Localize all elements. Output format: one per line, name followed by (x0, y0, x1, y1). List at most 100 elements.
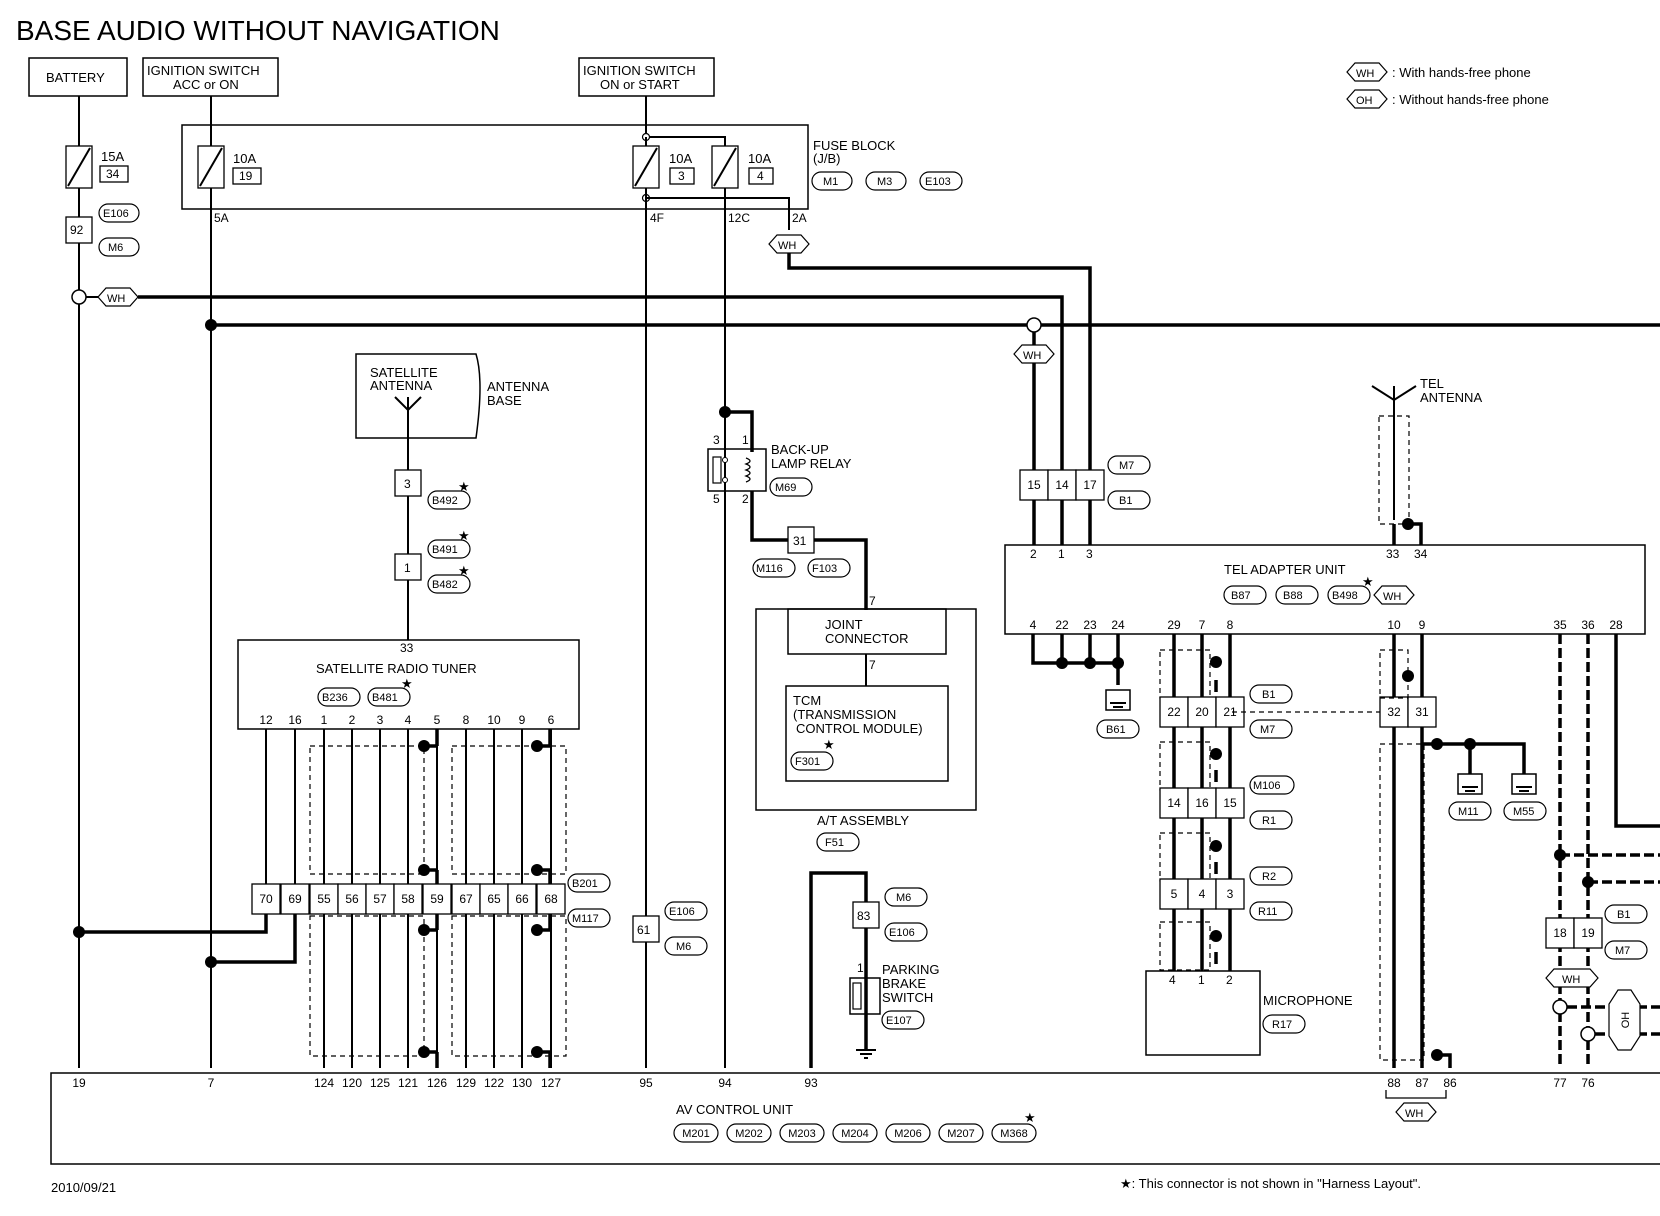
svg-text:1: 1 (742, 433, 749, 447)
av-pin: 124 (314, 1076, 334, 1090)
svg-text:ON or START: ON or START (600, 77, 680, 92)
av-pin: 127 (541, 1076, 561, 1090)
ground-icon (1511, 773, 1537, 795)
mic-conn-pin (1215, 878, 1245, 910)
diagram-title: BASE AUDIO WITHOUT NAVIGATION (16, 15, 500, 46)
tel-e-pin (1573, 917, 1603, 949)
mic-conn-pin-label: 5 (1171, 887, 1178, 901)
ground-icon (1105, 689, 1131, 711)
svg-text:12C: 12C (728, 211, 750, 225)
svg-text:SATELLITE RADIO TUNER: SATELLITE RADIO TUNER (316, 661, 477, 676)
svg-text:4: 4 (1169, 973, 1176, 987)
svg-text:3: 3 (678, 169, 685, 183)
wh-tag (1545, 968, 1599, 988)
tel-bottom-pin: 23 (1083, 618, 1097, 632)
mic-conn-pin (1159, 787, 1189, 819)
shield (1379, 743, 1425, 1061)
tuner-pin: 9 (519, 713, 526, 727)
drain (1437, 1053, 1452, 1068)
svg-text:★: ★ (1024, 1110, 1036, 1125)
tel-wire (1614, 634, 1660, 828)
av-pin: 94 (718, 1076, 732, 1090)
svg-text:M3: M3 (877, 176, 892, 188)
conn-b1 (1604, 904, 1648, 924)
av-conn-label: M202 (735, 1128, 763, 1140)
conn-e103 (919, 171, 963, 191)
svg-text:M106: M106 (1253, 780, 1281, 792)
svg-text:1: 1 (1058, 547, 1065, 561)
svg-text:WH: WH (778, 240, 796, 252)
svg-text:M1: M1 (823, 176, 838, 188)
conn-m7 (1604, 940, 1648, 960)
svg-text:LAMP RELAY: LAMP RELAY (771, 456, 852, 471)
svg-text:BRAKE: BRAKE (882, 976, 926, 991)
mid-pin-label: 55 (317, 892, 331, 906)
av-conn (779, 1123, 825, 1143)
mic-conn-pin (1159, 878, 1189, 910)
av-pin: 7 (208, 1076, 215, 1090)
tel-pin-label: 17 (1083, 478, 1097, 492)
parking-brake-switch (849, 977, 881, 1015)
oh-tag-label: OH (1620, 1012, 1632, 1029)
av-pin: 122 (484, 1076, 504, 1090)
av-pin: 121 (398, 1076, 418, 1090)
svg-text:B1: B1 (1262, 689, 1275, 701)
tel-pin (1075, 469, 1105, 501)
svg-text:WH: WH (1383, 591, 1401, 603)
av-conn (938, 1123, 984, 1143)
junction-dot (1402, 670, 1414, 682)
tel-right-pin (1379, 696, 1409, 728)
mic-conn-pin-label: 16 (1195, 796, 1209, 810)
mid-pin (536, 883, 566, 915)
mid-pin-label: 67 (459, 892, 473, 906)
conn-b88 (1275, 585, 1319, 605)
tel-bottom-pin: 9 (1419, 618, 1426, 632)
svg-text:33: 33 (1386, 547, 1400, 561)
svg-text:E107: E107 (886, 1015, 912, 1027)
ground-icon (856, 1049, 876, 1059)
battery-box (28, 57, 128, 97)
tuner-pin: 1 (321, 713, 328, 727)
av-pin: 86 (1443, 1076, 1457, 1090)
svg-text:WH: WH (107, 293, 125, 305)
tel-right-pin (1407, 696, 1437, 728)
shield (1159, 921, 1211, 971)
av-pin: 125 (370, 1076, 390, 1090)
mic-conn-pin (1215, 787, 1245, 819)
mid-pin (507, 883, 537, 915)
conn-m117 (567, 908, 611, 928)
svg-text:B88: B88 (1283, 590, 1303, 602)
conn-m7 (1107, 455, 1151, 475)
conn-e106 (664, 901, 708, 921)
svg-text:33: 33 (400, 641, 414, 655)
conn-r11 (1249, 901, 1293, 921)
tel-e-pin (1545, 917, 1575, 949)
oh-tag (1608, 989, 1641, 1051)
splice (1552, 999, 1568, 1015)
svg-text:B491: B491 (432, 544, 458, 556)
backup-lamp-relay (707, 448, 767, 492)
av-conn-label: M201 (682, 1128, 710, 1140)
svg-text:2: 2 (1226, 973, 1233, 987)
svg-text:2A: 2A (792, 211, 807, 225)
mid-pin (451, 883, 481, 915)
svg-text:BASE: BASE (487, 393, 522, 408)
conn-m11 (1448, 801, 1492, 821)
tel-bottom-pin: 24 (1111, 618, 1125, 632)
mid-pin-label: 70 (259, 892, 273, 906)
tel-bottom-pin: 10 (1387, 618, 1401, 632)
junction-dot (1210, 748, 1222, 760)
conn-f301 (790, 751, 834, 771)
svg-text:B498: B498 (1332, 590, 1358, 602)
av-pin: 130 (512, 1076, 532, 1090)
conn-b87 (1223, 585, 1267, 605)
tel-pin (1019, 469, 1049, 501)
tel-right-pin-label: 32 (1387, 705, 1401, 719)
shield (309, 915, 425, 1057)
svg-text:★: ★ (458, 528, 470, 543)
junction-dot (1210, 930, 1222, 942)
svg-text:★: ★ (458, 479, 470, 494)
